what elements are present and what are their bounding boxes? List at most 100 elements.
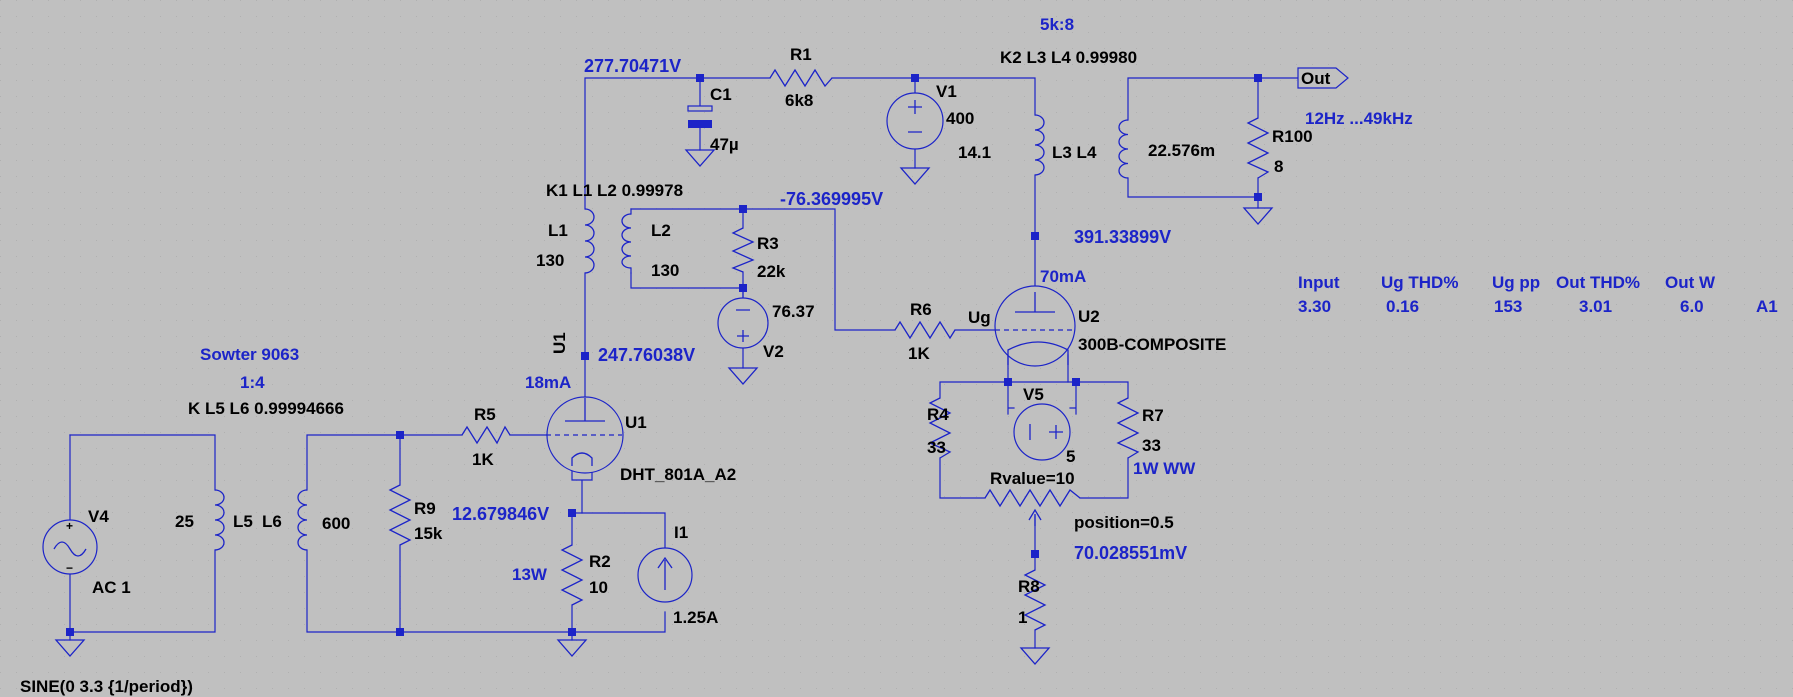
pot-position: position=0.5 bbox=[1074, 513, 1174, 532]
r5-name: R5 bbox=[474, 405, 496, 424]
wire-cathode-node[interactable] bbox=[571, 512, 666, 549]
transformer1-ratio: 1:4 bbox=[240, 373, 265, 392]
l2-inductor[interactable] bbox=[621, 213, 632, 269]
l6-name: L6 bbox=[262, 512, 282, 531]
wire-l6-top[interactable] bbox=[306, 434, 463, 491]
results-tag: A1 bbox=[1756, 297, 1778, 316]
r3-resistor[interactable] bbox=[731, 227, 755, 273]
u1-name: U1 bbox=[625, 413, 647, 432]
wire-l4-out[interactable] bbox=[1127, 77, 1259, 198]
v4-name: V4 bbox=[88, 507, 109, 526]
u1-current: 18mA bbox=[525, 373, 571, 392]
v2-name: V2 bbox=[763, 342, 784, 361]
v5-voltage-source[interactable] bbox=[1013, 403, 1071, 461]
wire-l6-bottom[interactable] bbox=[306, 549, 666, 633]
ground-icon bbox=[899, 167, 931, 185]
c1-value: 47µ bbox=[710, 135, 739, 154]
i1-current-source[interactable] bbox=[637, 547, 693, 603]
r9-name: R9 bbox=[414, 499, 436, 518]
junctions bbox=[66, 74, 1262, 636]
v5-name: V5 bbox=[1023, 385, 1044, 404]
ground-icon bbox=[1019, 647, 1051, 665]
svg-text:−: − bbox=[66, 561, 73, 575]
r100-resistor[interactable] bbox=[1246, 117, 1270, 179]
results-value-ug-thd: 0.16 bbox=[1386, 297, 1419, 316]
wire-l2-top[interactable] bbox=[630, 208, 896, 331]
ground-icon bbox=[727, 367, 759, 385]
results-header-input: Input bbox=[1298, 273, 1340, 292]
r2-resistor[interactable] bbox=[560, 544, 584, 606]
wire-r1[interactable] bbox=[699, 77, 1036, 116]
l3-inductor[interactable] bbox=[1034, 114, 1045, 176]
results-header-out-w: Out W bbox=[1665, 273, 1716, 292]
r6-value: 1K bbox=[908, 344, 930, 363]
ug-label: Ug bbox=[968, 308, 991, 327]
i1-value: 1.25A bbox=[673, 608, 718, 627]
rvalue-potentiometer[interactable] bbox=[984, 488, 1081, 526]
ground-icon bbox=[556, 639, 588, 657]
r8-resistor[interactable] bbox=[1023, 569, 1047, 631]
wire-r4-r7[interactable] bbox=[939, 457, 1129, 499]
out-port-flag[interactable] bbox=[1297, 67, 1349, 89]
wire-v4-bottom[interactable] bbox=[69, 549, 216, 633]
r3-value: 22k bbox=[757, 262, 786, 281]
r6-name: R6 bbox=[910, 300, 932, 319]
l2-value: 130 bbox=[651, 261, 679, 280]
r1-value: 6k8 bbox=[785, 91, 813, 110]
wires bbox=[69, 77, 1299, 649]
ground-icon bbox=[684, 149, 716, 167]
pot-value: Rvalue=10 bbox=[990, 469, 1075, 488]
r8-value: 1 bbox=[1018, 608, 1027, 627]
wire-v5[interactable] bbox=[1007, 381, 1077, 415]
transformer1-title: Sowter 9063 bbox=[200, 345, 299, 364]
u2-triode[interactable] bbox=[994, 285, 1076, 367]
u1-triode[interactable] bbox=[546, 396, 624, 474]
v4-ac-source[interactable]: + − bbox=[42, 519, 98, 575]
l4-inductor[interactable] bbox=[1118, 119, 1129, 179]
l5-inductor[interactable] bbox=[214, 489, 225, 551]
r1-resistor[interactable] bbox=[769, 68, 833, 88]
v1-value: 400 bbox=[946, 109, 974, 128]
l6-inductor[interactable] bbox=[297, 489, 308, 551]
net-u1-cathode: 12.679846V bbox=[452, 504, 549, 524]
v1-voltage-source[interactable] bbox=[886, 92, 944, 150]
transformer1-coupling: K L5 L6 0.99994666 bbox=[188, 399, 344, 418]
net-u1-anode: 247.76038V bbox=[598, 345, 695, 365]
results-value-input: 3.30 bbox=[1298, 297, 1331, 316]
r8-name: R8 bbox=[1018, 577, 1040, 596]
r100-name: R100 bbox=[1272, 127, 1313, 146]
r2-note: 13W bbox=[512, 565, 548, 584]
results-value-ug-pp: 153 bbox=[1494, 297, 1522, 316]
r9-resistor[interactable] bbox=[388, 484, 412, 546]
l5-value: 25 bbox=[175, 512, 194, 531]
r6-resistor[interactable] bbox=[894, 320, 956, 340]
v2-value: 76.37 bbox=[772, 302, 815, 321]
c1-capacitor[interactable] bbox=[687, 105, 713, 128]
v1-name: V1 bbox=[936, 82, 957, 101]
wire-u1-anode[interactable] bbox=[584, 77, 701, 422]
r7-resistor[interactable] bbox=[1116, 397, 1140, 459]
results-header-ug-thd: Ug THD% bbox=[1381, 273, 1458, 292]
r5-resistor[interactable] bbox=[461, 425, 511, 445]
out-label: Out bbox=[1301, 69, 1331, 88]
v2-voltage-source[interactable] bbox=[717, 297, 769, 349]
grounds bbox=[54, 149, 1274, 665]
r4-resistor[interactable] bbox=[928, 397, 952, 459]
l6-value: 600 bbox=[322, 514, 350, 533]
wire-u2-lower[interactable] bbox=[939, 381, 1129, 399]
results-value-out-w: 6.0 bbox=[1680, 297, 1704, 316]
wire-v4-top[interactable] bbox=[69, 434, 216, 491]
v5-value: 5 bbox=[1066, 447, 1075, 466]
l1-name: L1 bbox=[548, 221, 568, 240]
net-u1-anode-top: 277.70471V bbox=[584, 56, 681, 76]
i1-name: I1 bbox=[674, 523, 688, 542]
r4-name: R4 bbox=[927, 405, 949, 424]
u2-name: U2 bbox=[1078, 307, 1100, 326]
bandwidth-note: 12Hz ...49kHz bbox=[1305, 109, 1413, 128]
l5-name: L5 bbox=[233, 512, 253, 531]
u2-current: 70mA bbox=[1040, 267, 1086, 286]
net-u2-anode: 391.33899V bbox=[1074, 227, 1171, 247]
u2-model: 300B-COMPOSITE bbox=[1078, 335, 1226, 354]
l1-inductor[interactable] bbox=[584, 208, 595, 274]
